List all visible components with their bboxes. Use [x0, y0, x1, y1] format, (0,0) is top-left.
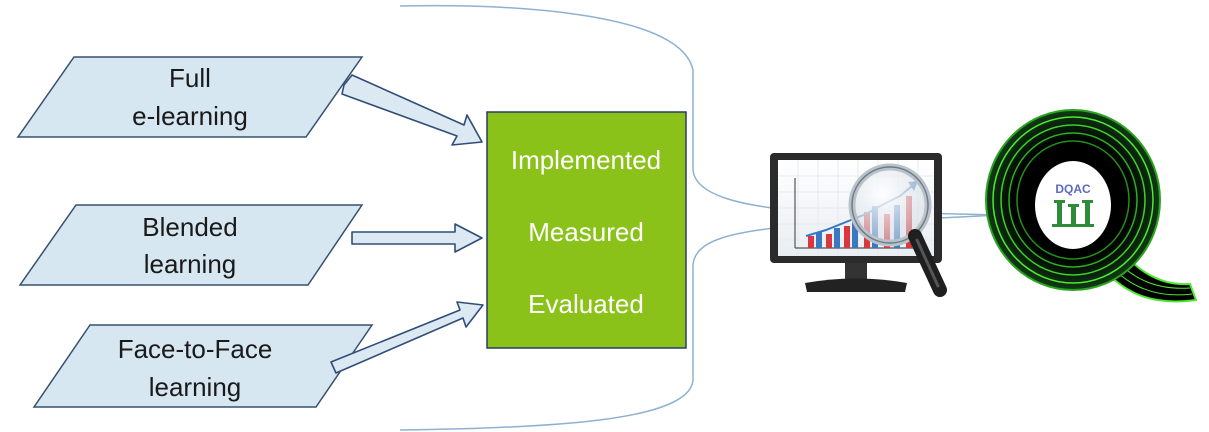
monitor-analytics-icon — [770, 153, 947, 297]
q-ring-line — [1008, 132, 1138, 268]
block-arrow — [341, 74, 483, 146]
monitor-neck — [845, 263, 867, 281]
process-box: Implemented Measured Evaluated — [486, 111, 687, 349]
input-face-to-face-learning: Face-to-Face learning — [32, 324, 374, 408]
parallelogram-shape — [18, 204, 364, 286]
logo-text: DQAC — [1055, 182, 1091, 196]
input-label-line1: Face-to-Face — [118, 334, 273, 364]
connector-top-curve — [399, 4, 1001, 216]
dqac-logo: DQAC — [985, 109, 1198, 303]
magnifier-handle-highlight — [915, 238, 940, 288]
parallelogram-shape — [16, 56, 364, 138]
process-step-evaluated: Evaluated — [528, 289, 644, 319]
logo-pillars-icon — [1052, 200, 1094, 227]
input-label-line2: e-learning — [132, 101, 248, 131]
arrow-blended-to-process — [351, 223, 483, 253]
connector-bottom-curve — [399, 214, 1001, 431]
arrow-full-to-process — [341, 74, 483, 146]
parallelogram-shape — [32, 324, 374, 408]
magnifier-rim — [851, 166, 929, 244]
arrow-face-to-face-to-process — [330, 301, 484, 374]
input-blended-learning: Blended learning — [18, 204, 364, 286]
input-label-line2: learning — [144, 249, 237, 279]
q-ring-line — [992, 116, 1154, 284]
block-arrow — [351, 223, 483, 253]
input-label-line1: Blended — [142, 212, 237, 242]
process-step-implemented: Implemented — [511, 145, 661, 175]
process-box-shape — [486, 111, 687, 349]
monitor-base — [805, 278, 907, 292]
q-ring-line — [1016, 140, 1130, 260]
input-label-line2: learning — [149, 372, 242, 402]
block-arrow — [330, 301, 484, 374]
input-label-line1: Full — [169, 63, 211, 93]
connector-lines — [399, 4, 1001, 431]
process-step-measured: Measured — [528, 217, 644, 247]
q-ring-line — [1000, 124, 1146, 276]
input-full-elearning: Full e-learning — [16, 56, 364, 138]
